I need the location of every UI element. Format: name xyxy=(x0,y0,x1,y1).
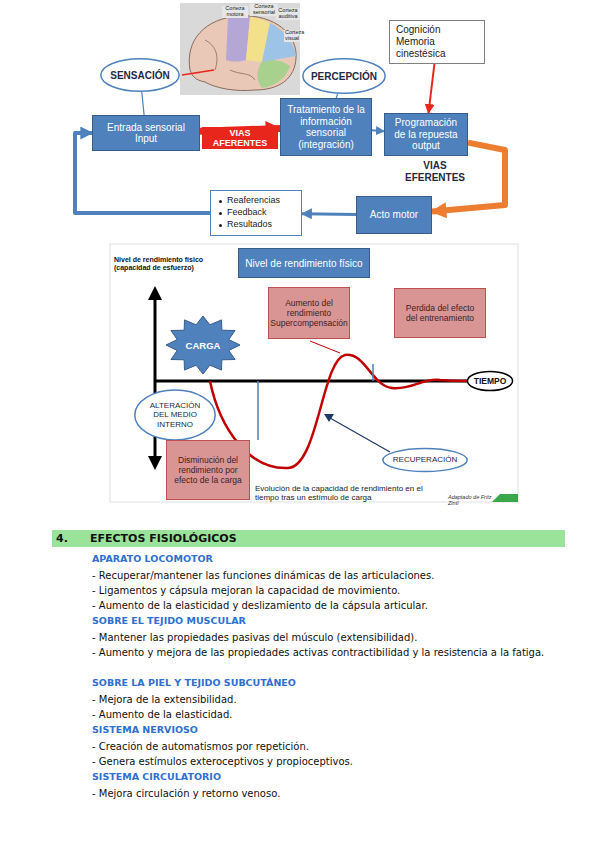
axis-ellipse: TIEMPO xyxy=(467,371,513,391)
node-text: Entrada sensorial Input xyxy=(98,122,194,145)
ellipse-outline xyxy=(467,371,512,390)
node-text: PERCEPCIÓN xyxy=(311,71,377,82)
brain-label: Corteza motora xyxy=(222,6,248,18)
ellipse-outline xyxy=(101,59,179,92)
brain-illustration xyxy=(180,3,300,95)
bullet-text: - Mejora circulación y retorno venoso. xyxy=(92,786,562,801)
chart-title-box: Nivel de rendimiento físico xyxy=(238,248,370,278)
bullet-text: - Ligamentos y cápsula mejoran la capaci… xyxy=(92,583,562,598)
node-text: TIEMPO xyxy=(474,376,507,386)
process-box: Tratamiento de la información sensorial … xyxy=(280,98,372,156)
ellipse-outline xyxy=(135,390,215,440)
section-heading: SOBRE EL TEJIDO MUSCULAR xyxy=(92,615,562,626)
edge-label: VIAS EFERENTES xyxy=(402,160,468,184)
callout-box: Perdida del efecto del entrenamiento xyxy=(394,288,486,338)
node-text: EFECTOS FISIOLÓGICOS xyxy=(90,532,237,545)
axis-label: Nivel de rendimiento físico (capacidad d… xyxy=(114,256,234,272)
bullet-text: - Mantener las propiedades pasivas del m… xyxy=(92,630,562,645)
callout-box: Aumento del rendimiento Supercompensació… xyxy=(268,287,350,339)
node-text: Aumento del rendimiento Supercompensació… xyxy=(270,298,347,329)
connector xyxy=(372,129,384,132)
node-text: 4. xyxy=(56,532,90,545)
node-text: Nivel de rendimiento físico xyxy=(245,258,362,269)
section-band: 4.EFECTOS FISIOLÓGICOS xyxy=(52,530,565,547)
node-text: ALTERACIÓN DEL MEDIO INTERNO xyxy=(144,401,206,429)
node-text: Disminución del rendimiento por efecto d… xyxy=(171,455,245,486)
node-text: Feedback xyxy=(227,207,267,219)
bullet-text: - Aumento de la elasticidad. xyxy=(92,707,562,722)
node-text: Reaferencias xyxy=(227,195,280,207)
bullet-text: - Mejora de la extensibilidad. xyxy=(92,692,562,707)
section-heading: SISTEMA NERVIOSO xyxy=(92,724,562,735)
node-text: Perdida del efecto del entrenamiento xyxy=(399,303,481,323)
bullet-text: - Aumento de la elasticidad y deslizamie… xyxy=(92,598,562,613)
node-text: Acto motor xyxy=(370,209,418,221)
node-text: Tratamiento de la información sensorial … xyxy=(286,104,366,150)
load-starburst: CARGA xyxy=(166,316,240,374)
node-text: CARGA xyxy=(186,340,221,351)
brain-label: Corteza auditiva xyxy=(276,8,300,20)
node-text: Cognición Memoria cinestésica xyxy=(396,24,478,60)
performance-chart xyxy=(110,244,518,502)
list-box: ReaferenciasFeedbackResultados xyxy=(210,190,302,236)
connector xyxy=(142,92,144,115)
ellipse-outline xyxy=(383,448,467,471)
connector xyxy=(302,212,356,216)
section-heading: SISTEMA CIRCULATORIO xyxy=(92,771,562,782)
bullet-text: - Recuperar/mantener las funciones dinám… xyxy=(92,568,562,583)
bullet-text: - Creación de automatismos por repetició… xyxy=(92,739,562,754)
section-heading: APARATO LOCOMOTOR xyxy=(92,553,562,564)
callout-ellipse: RECUPERACIÓN xyxy=(382,448,468,472)
brain-label: Corteza visual xyxy=(284,30,300,42)
node-text: SENSACIÓN xyxy=(110,70,169,81)
brain-label: Corteza sensorial xyxy=(250,4,278,16)
node-text: RECUPERACIÓN xyxy=(393,455,457,464)
callout-box: Disminución del rendimiento por efecto d… xyxy=(166,440,250,500)
chart-caption: Evolución de la capacidad de rendimiento… xyxy=(255,484,445,502)
perception-ellipse: PERCEPCIÓN xyxy=(302,58,386,94)
sensation-ellipse: SENSACIÓN xyxy=(100,58,180,92)
process-box: Programación de la repuesta output xyxy=(384,113,468,156)
node-text: Programación de la repuesta output xyxy=(390,117,462,152)
process-box: Entrada sensorial Input xyxy=(92,115,200,151)
callout-ellipse: ALTERACIÓN DEL MEDIO INTERNO xyxy=(134,389,216,441)
process-box: Acto motor xyxy=(356,196,432,234)
ellipse-outline xyxy=(303,59,385,94)
bullet-text: - Aumento y mejora de las propiedades ac… xyxy=(92,645,562,660)
star-outline xyxy=(166,316,240,374)
note-box: Cognición Memoria cinestésica xyxy=(389,20,485,64)
source-note: Adaptado de Fritz Zintl xyxy=(448,494,498,506)
bullet-text: - Genera estímulos exteroceptivos y prop… xyxy=(92,754,562,769)
node-text: Resultados xyxy=(227,219,272,231)
edge-label: VIAS AFERENTES xyxy=(202,127,278,149)
section-heading: SOBRE LA PIEL Y TEJIDO SUBCUTÁNEO xyxy=(92,677,562,688)
connector xyxy=(429,64,435,113)
